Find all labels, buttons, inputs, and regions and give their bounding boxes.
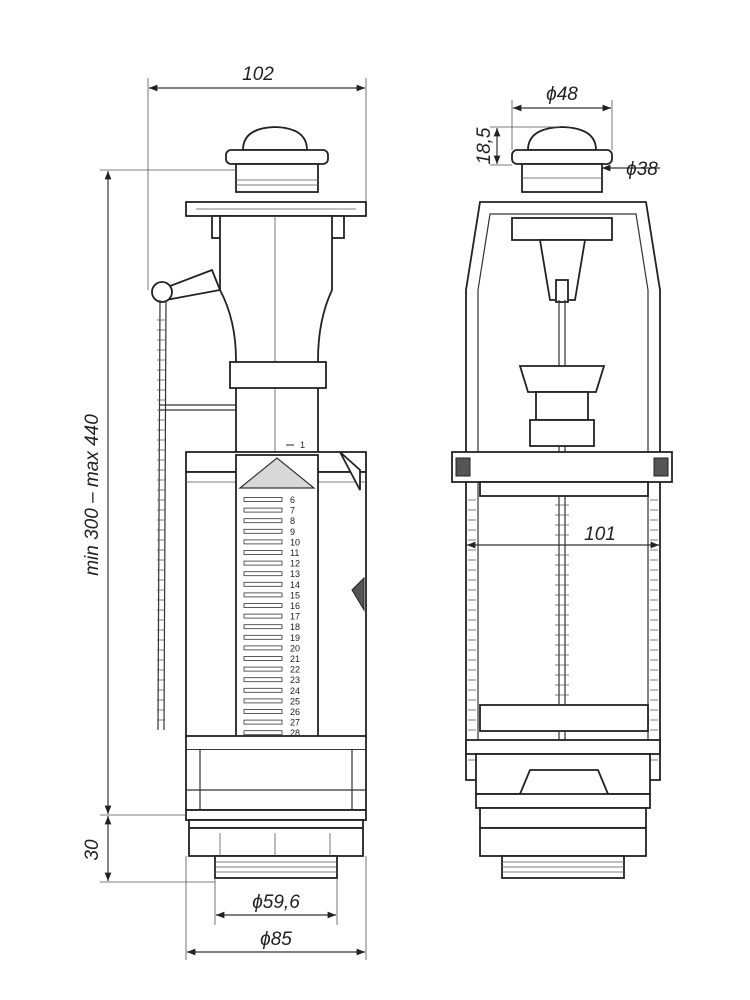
scale-insert: 1678910111213141516171819202122232425262…: [235, 440, 319, 791]
bottom-basket-left: [185, 735, 367, 821]
scale-tick: [243, 581, 283, 587]
dim-label-30: 30: [82, 839, 103, 861]
scale-tick: [243, 550, 283, 555]
scale-tick: [243, 730, 283, 736]
scale-ticks: 1678910111213141516171819202122232425262…: [243, 440, 305, 759]
float-arm-left: [151, 268, 236, 731]
scale-mark-label: 15: [290, 590, 300, 600]
scale-tick: [243, 560, 283, 566]
scale-mark-label: 20: [290, 643, 300, 653]
dim-label-diam-85: ϕ85: [260, 929, 292, 950]
scale-mark-label: 14: [290, 580, 300, 590]
scale-mark-label: 8: [290, 516, 295, 526]
scale-tick: [243, 518, 283, 524]
scale-mark-label: 13: [290, 569, 300, 579]
scale-tick: [243, 497, 283, 502]
scale-tick: [243, 539, 283, 545]
right-front-view: [451, 126, 673, 879]
scale-tick: [243, 528, 283, 534]
scale-mark-label: 12: [290, 559, 300, 569]
dim-label-102: 102: [242, 64, 274, 85]
push-button-left: [225, 126, 329, 193]
scale-mark-label: 24: [290, 686, 300, 696]
scale-tick: [243, 507, 283, 513]
scale-mark-label: 25: [290, 696, 300, 706]
scale-tick: [243, 677, 283, 683]
dim-label-101: 101: [584, 524, 616, 545]
scale-mark-label: 17: [290, 612, 300, 622]
scale-mark-label: 11: [290, 548, 299, 558]
scale-mark-label: 28: [290, 728, 300, 738]
dim-label-diam-38: ϕ38: [626, 159, 658, 180]
scale-mark-label: 27: [290, 718, 300, 728]
scale-tick: [243, 603, 283, 608]
scale-tick: [243, 687, 283, 693]
scale-mark-label: 26: [290, 707, 300, 717]
dimension-lines: [100, 78, 660, 960]
scale-mark-label: 18: [290, 622, 300, 632]
left-side-view: 1678910111213141516171819202122232425262…: [151, 126, 367, 879]
scale-mark-label: 7: [290, 506, 295, 516]
bottom-basket-right: [465, 739, 661, 879]
spring-rod: [518, 300, 606, 740]
scale-tick: [243, 624, 283, 630]
scale-tick: [243, 571, 283, 577]
scale-mark-label: 10: [290, 537, 300, 547]
dim-label-18-5: 18,5: [474, 127, 495, 164]
dim-label-height-range: min 300 – max 440: [82, 414, 103, 576]
cage-clamp: [451, 451, 673, 761]
scale-tick: [243, 592, 283, 598]
scale-tick: [243, 656, 283, 661]
scale-mark-label: 23: [290, 675, 300, 685]
scale-mark-label: 22: [290, 665, 300, 675]
scale-tick: [243, 666, 283, 672]
scale-mark-label: 21: [290, 654, 300, 664]
scale-tick: [243, 634, 283, 640]
scale-mark-label: 9: [290, 527, 295, 537]
scale-tick: [243, 613, 283, 619]
scale-mark-label: 1: [300, 440, 305, 450]
scale-tick: [243, 719, 283, 725]
push-button-right: [511, 126, 613, 193]
thread-left: [188, 819, 364, 879]
scale-tick: [243, 709, 283, 714]
scale-mark-label: 16: [290, 601, 300, 611]
scale-mark-label: 19: [290, 633, 300, 643]
central-column-left: [219, 215, 333, 456]
scale-tick: [243, 645, 283, 651]
scale-mark-label: 6: [290, 495, 295, 505]
scale-tick: [243, 698, 283, 704]
dim-label-diam-59-6: ϕ59,6: [252, 892, 300, 913]
dim-label-diam-48: ϕ48: [546, 84, 578, 105]
